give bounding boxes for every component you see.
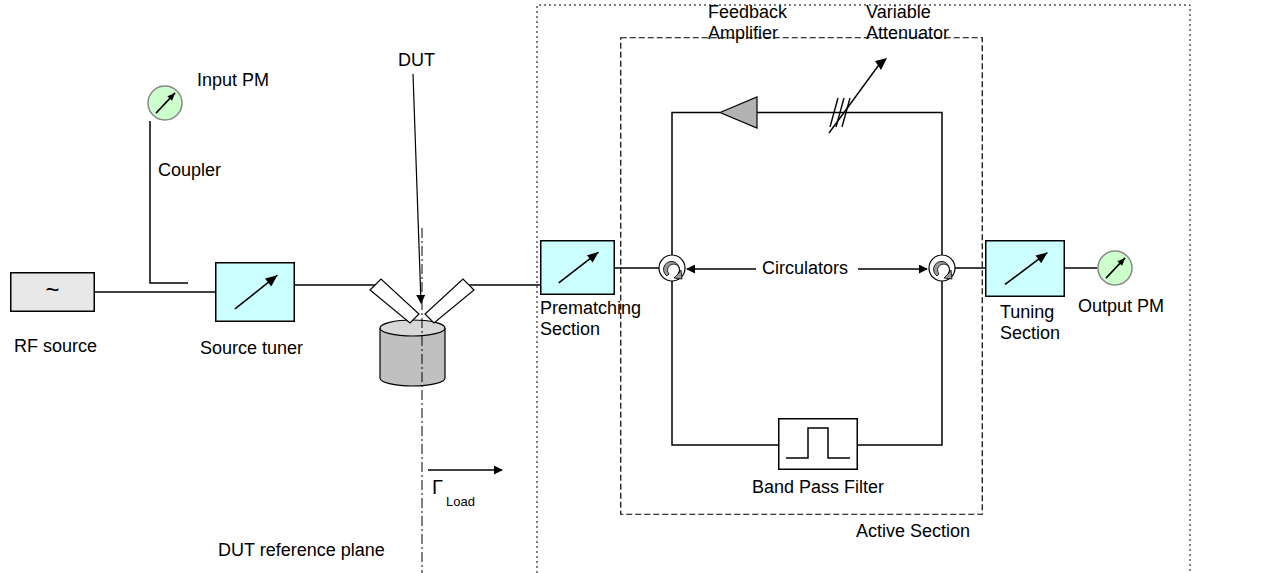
power-meter-outline [1097,250,1133,286]
amplifier-symbol-outline [720,97,757,128]
part-label: DUT [398,50,435,71]
shape-stroke [986,241,1065,297]
power-meter-outline [147,85,183,121]
shape-stroke [779,419,858,470]
tuner-box: Source tuner [215,262,295,322]
plane-label: DUT reference plane [218,540,385,561]
attenuator-symbol: Variable Attenuator [825,92,855,133]
shape-stroke [265,275,277,286]
filter-response [786,428,850,458]
shape-stroke [1036,253,1048,264]
shape-stroke [235,275,277,309]
source-box: ~RF source [10,272,95,312]
part-label: Circulators [762,258,848,279]
tuner-arrow [156,93,175,113]
dut-cylinder [380,320,445,386]
tuner-arrow [1005,253,1047,285]
leader-arrow [687,268,756,270]
symbol-label: Γ [432,476,443,498]
subscript-label: Load [446,494,475,509]
wire [858,281,942,445]
wire [295,284,376,286]
connector-line [95,291,215,293]
box-label: Source tuner [200,338,303,359]
tuner-arrow [1106,258,1125,278]
circulator-symbol [929,255,955,281]
tuner-box-outline [985,240,1065,297]
tuner-box: Prematching Section [540,240,615,295]
leader-arrow [413,74,421,303]
dotted-region [537,5,1190,573]
power-meter: Output PM [1097,250,1133,286]
tuner-box: Tuning Section [985,240,1065,297]
circulator-symbol [659,255,685,281]
shape-stroke [156,93,175,113]
shape-stroke [541,241,615,295]
probe-right [425,279,474,323]
gamma-arrow [428,469,502,471]
shape-stroke [1005,253,1047,285]
box-label: Active Section [856,521,970,542]
attenuator-lines [825,58,887,133]
filter-box: Band Pass Filter [778,418,858,470]
probe-left [370,279,419,323]
box-label: RF source [14,336,97,357]
shape-stroke [1106,258,1125,278]
wire [855,113,942,256]
wire [468,284,540,286]
shape-stroke [720,97,757,128]
box-label: Band Pass Filter [752,477,884,498]
wire [955,267,985,269]
dut-cylinder [380,328,445,386]
shape-stroke [875,58,887,70]
box-label: Output PM [1078,296,1164,317]
box-label: Variable Attenuator [866,2,976,44]
shape-stroke [829,62,881,133]
box-label: Feedback Amplifier [708,2,803,44]
shape-stroke [1117,258,1125,266]
connector-line [757,112,825,114]
amplifier-symbol: Feedback Amplifier [720,97,757,128]
shape-stroke [1098,251,1132,285]
reference-plane [422,228,423,573]
circulator-symbol [929,255,955,281]
wire [615,267,659,269]
tuner-arrow [235,275,277,309]
box-symbol: ~ [45,277,59,303]
shape-stroke [167,93,175,101]
coupler-wire [150,121,188,283]
connector-line [1065,267,1097,269]
tuner-arrow [559,252,599,283]
box-label: Input PM [197,70,269,91]
circulator-symbol [663,261,682,279]
attenuator-symbol-outline [825,92,855,133]
shape-stroke [621,38,983,515]
shape-stroke [11,273,95,312]
shape-stroke [559,252,599,283]
shape-stroke [148,86,182,120]
circulator-symbol [659,255,685,281]
filter-box-outline [778,418,858,470]
wire [672,113,720,256]
shape-stroke [587,252,599,262]
box-label: Prematching Section [540,298,660,340]
tuner-box-outline [540,240,615,295]
tuner-box-outline [215,262,295,322]
wire [672,281,778,445]
box-label: Tuning Section [1000,302,1080,344]
circulator-symbol [933,261,952,279]
part-label: Coupler [158,160,221,181]
shape-stroke [216,263,295,322]
leader-arrow [858,268,927,270]
power-meter: Input PM [147,85,183,121]
